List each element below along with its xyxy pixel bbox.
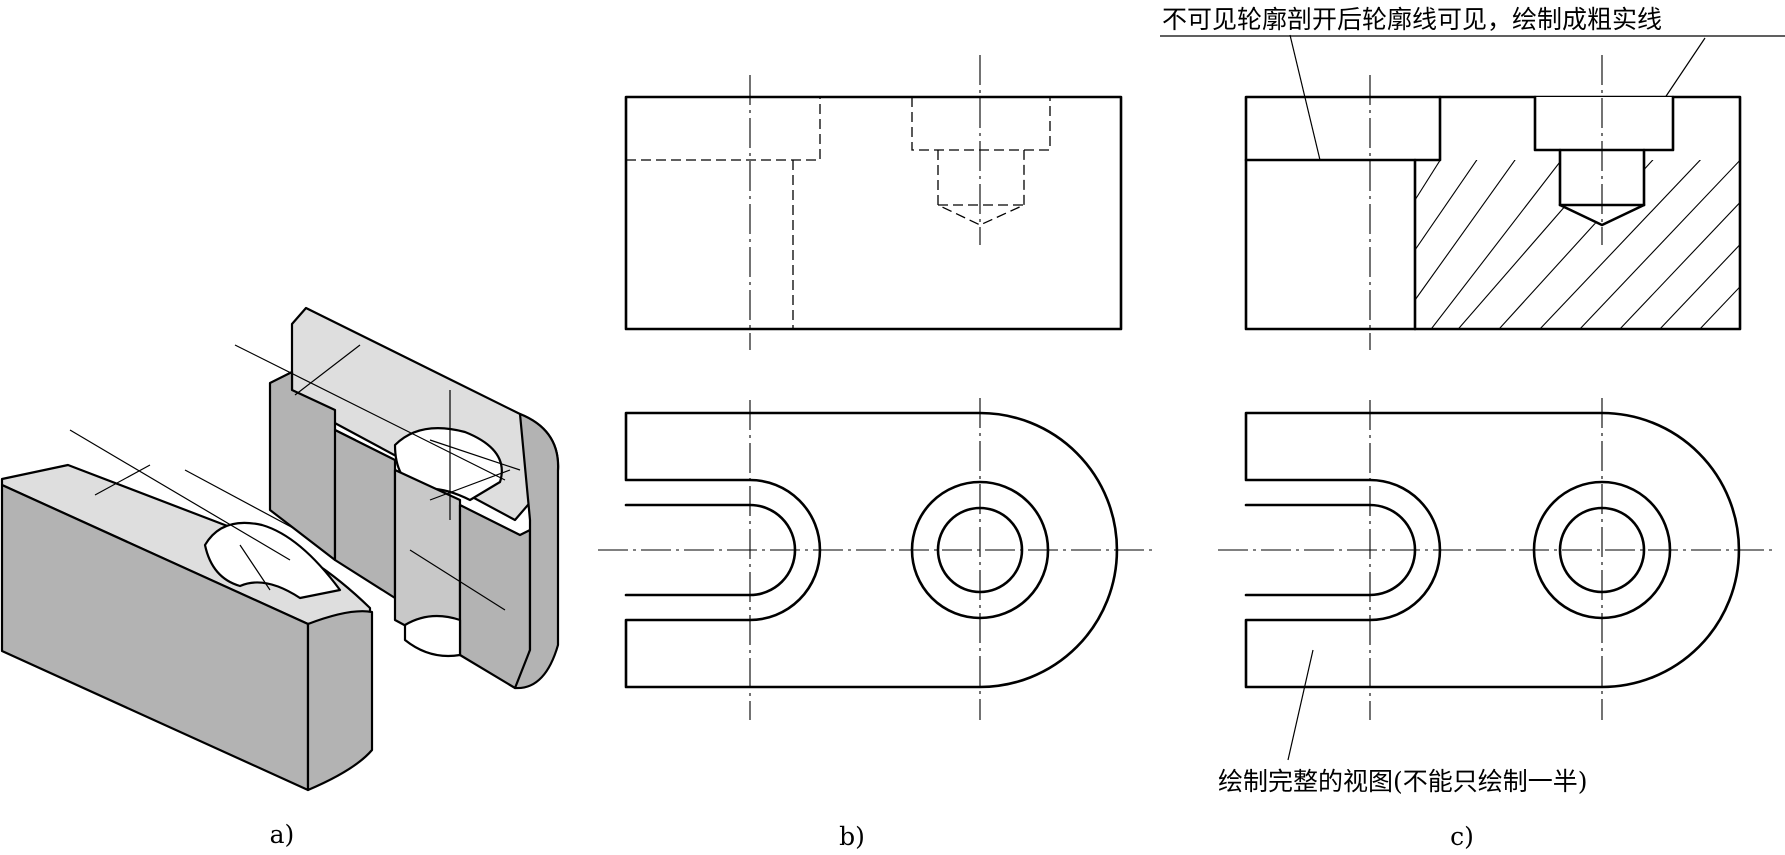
front-half-round-face (306, 610, 374, 792)
front-half-axis-1 (69, 429, 291, 561)
bore-hole-face (403, 614, 462, 658)
c-top-view-outline (1244, 411, 1741, 689)
front-half-axis-4 (239, 544, 271, 591)
back-half-front-face (333, 428, 397, 600)
b-top-view-outline (624, 411, 1119, 689)
front-half-part (0, 429, 391, 792)
back-half-part (234, 306, 560, 690)
caption-c: c) (1450, 822, 1474, 851)
isometric-view: a) (0, 306, 560, 849)
c-counterbore-void (1535, 97, 1673, 225)
view-note-leader (1287, 649, 1314, 761)
view-b: b) (598, 55, 1155, 851)
back-half-axis-2 (429, 439, 521, 471)
front-half-axis-3 (94, 464, 151, 496)
b-counterbore-hidden (911, 97, 1051, 151)
b-drill-hidden (937, 150, 1025, 226)
b-slot-hidden-line (626, 97, 821, 161)
c-drill-line (1558, 148, 1646, 227)
c-slot-section-line (1244, 95, 1442, 162)
back-half-axis-4 (429, 469, 511, 501)
back-half-axis-3 (294, 344, 361, 396)
back-half-round-face (513, 412, 560, 690)
b-front-view-outline (624, 95, 1123, 331)
back-half-axis-6 (409, 549, 506, 611)
back-half-axis-1 (234, 344, 506, 481)
view-c: 不可见轮廓剖开后轮廓线可见，绘制成粗实线 (1160, 5, 1785, 851)
section-note: 不可见轮廓剖开后轮廓线可见，绘制成粗实线 (1162, 5, 1662, 34)
slot-opening-face (203, 521, 342, 600)
back-half-right-face (458, 503, 532, 690)
caption-a: a) (270, 820, 295, 849)
c-front-view-outline (1244, 95, 1742, 331)
caption-b: b) (839, 822, 865, 851)
view-note: 绘制完整的视图(不能只绘制一半) (1218, 767, 1588, 796)
c-counterbore-line (1533, 95, 1675, 152)
